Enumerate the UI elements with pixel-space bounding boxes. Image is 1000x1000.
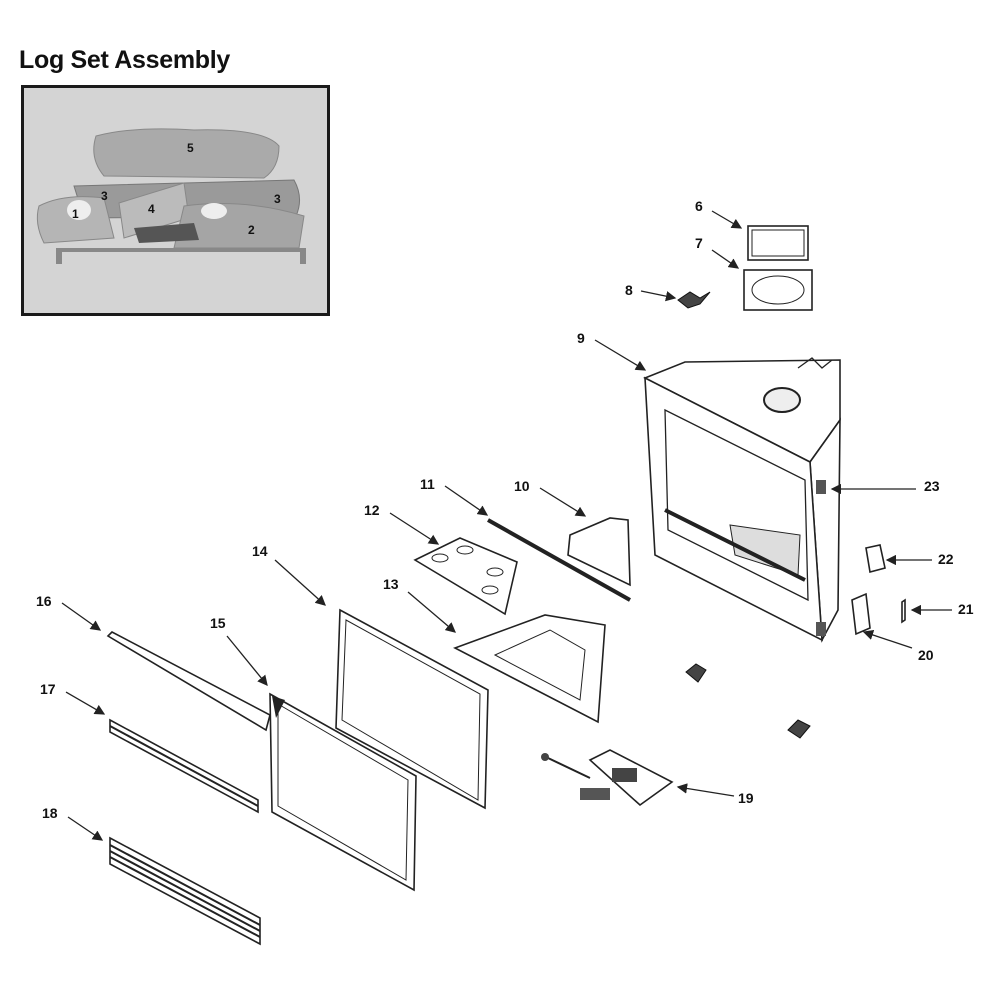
part-7-opening [751,275,805,305]
log-set-image: 5 3 3 1 4 2 [21,85,330,316]
log-label: 5 [187,141,194,155]
log-set-drawing: 5 3 3 1 4 2 [36,128,306,264]
part-20-block[interactable] [851,592,871,636]
part-8-bracket[interactable] [677,291,711,309]
log-label: 1 [72,207,79,221]
callout-14: 14 [252,543,268,559]
log-label: 4 [148,202,155,216]
part-7-plate[interactable] [743,269,813,311]
grate [56,248,306,252]
part-10-baffle[interactable] [567,517,631,587]
callout-16: 16 [36,593,52,609]
callout-22: 22 [938,551,954,567]
part-14-glass-frame[interactable] [335,608,489,810]
log-label: 2 [248,223,255,237]
callout-21: 21 [958,601,974,617]
callout-6: 6 [695,198,703,214]
callout-20: 20 [918,647,934,663]
bracket[interactable] [787,719,811,739]
log-label: 3 [101,189,108,203]
log-ember [67,200,91,220]
grate-leg [56,248,62,264]
part-6-inner [751,229,805,257]
part-11-rod[interactable] [487,518,631,602]
callout-23: 23 [924,478,940,494]
callout-15: 15 [210,615,226,631]
callout-12: 12 [364,502,380,518]
callout-10: 10 [514,478,530,494]
grate-leg [300,248,306,264]
part-17-trim[interactable] [109,718,259,814]
callout-7: 7 [695,235,703,251]
part-21-clip[interactable] [901,598,906,624]
part-19-valve-assembly[interactable] [541,749,674,807]
callout-9: 9 [577,330,585,346]
callout-13: 13 [383,576,399,592]
log-5 [93,128,280,179]
log-1 [36,196,115,244]
log-label: 3 [274,192,281,206]
part-22-plate[interactable] [865,544,886,573]
part-12-burner-plate[interactable] [413,537,518,616]
callout-19: 19 [738,790,754,806]
callout-11: 11 [420,476,435,492]
callout-8: 8 [625,282,633,298]
log-ember [201,203,227,219]
part-6-gasket[interactable] [747,225,809,261]
callout-17: 17 [40,681,56,697]
part-15-glass-panel[interactable] [269,692,417,892]
callout-18: 18 [42,805,58,821]
part-18-louver[interactable] [109,836,261,946]
page-title: Log Set Assembly [19,46,230,74]
log-shadow [134,223,199,243]
part-16-trim-top[interactable] [106,631,271,732]
part-9-firebox[interactable] [643,357,841,643]
bracket[interactable] [685,663,707,683]
callout-arrows [61,210,952,841]
part-13-firebox-liner[interactable] [453,614,606,724]
